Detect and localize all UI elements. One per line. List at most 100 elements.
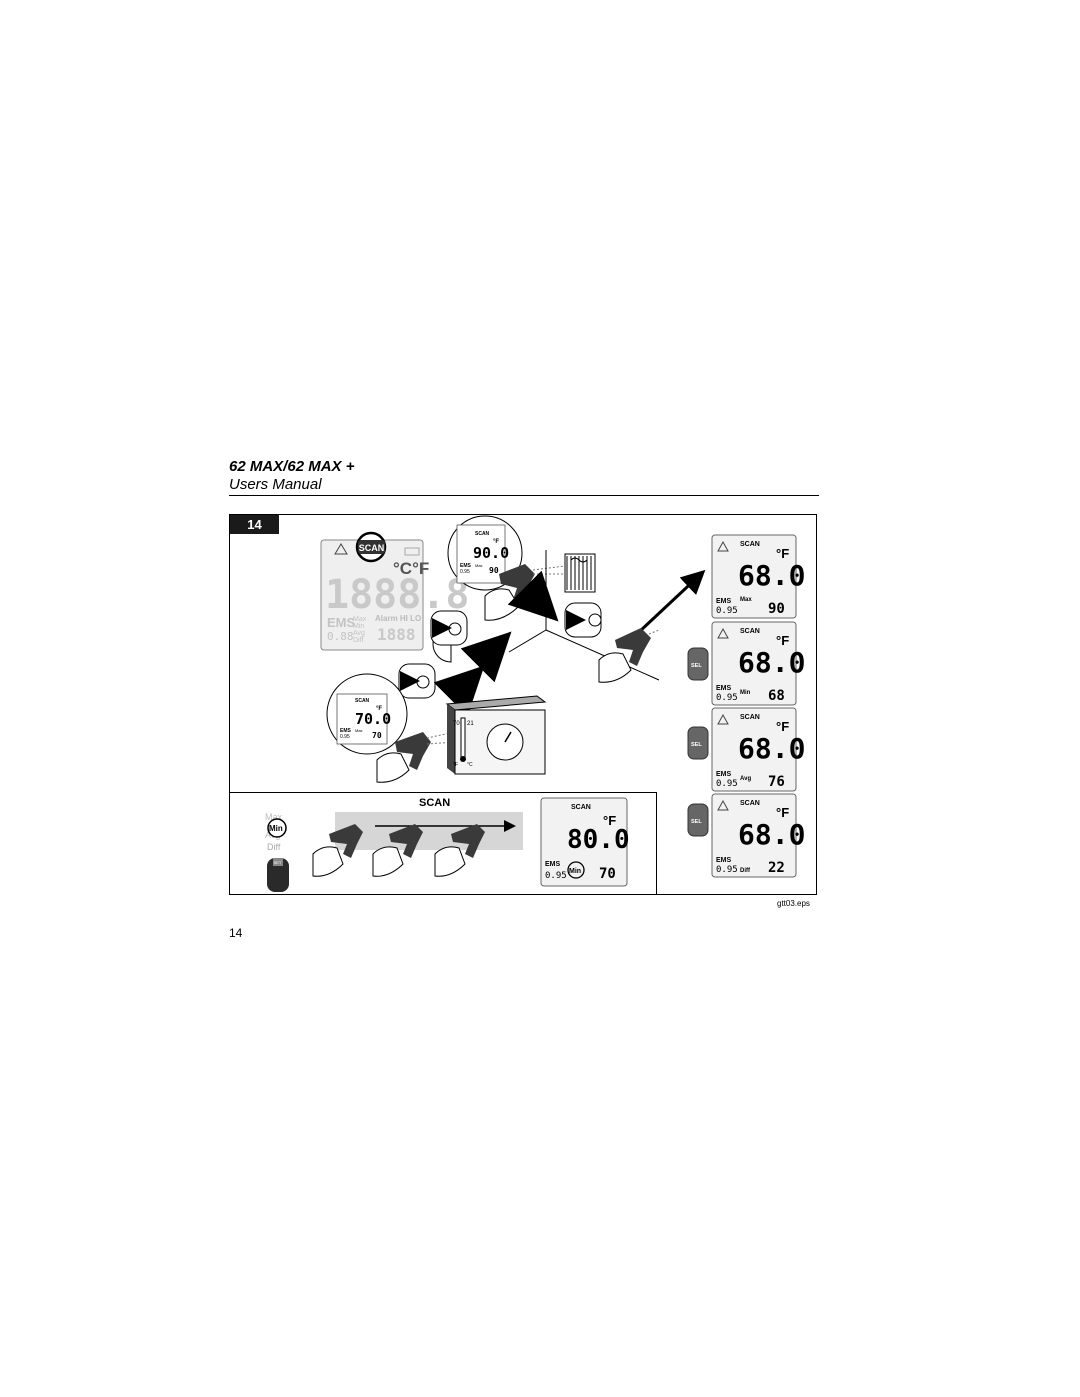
svg-text:SCAN: SCAN <box>475 531 490 537</box>
scan-section: SCAN Max Avg Diff Min SET SCAN °F 80.0 E… <box>265 797 630 892</box>
figure-file-label: gtt03.eps <box>777 899 810 908</box>
arrow-up-right-2 <box>433 665 485 717</box>
selected-mode-circle <box>267 818 287 838</box>
svg-text:90: 90 <box>768 601 785 617</box>
header-rule <box>229 495 819 496</box>
small-display-top: SCAN °F 90.0 EMS 0.95 Max 90 <box>447 515 523 591</box>
svg-text:0.95: 0.95 <box>716 606 738 616</box>
svg-text:SCAN: SCAN <box>571 804 591 811</box>
svg-text:SCAN: SCAN <box>355 698 370 704</box>
sel-button-2[interactable]: SEL <box>687 726 709 760</box>
hand-thermometer-right <box>598 628 660 683</box>
svg-text:°F: °F <box>776 719 789 734</box>
svg-text:°F: °F <box>453 762 458 768</box>
svg-text:°F: °F <box>376 706 382 712</box>
arrow-up-right-1 <box>460 631 512 683</box>
svg-text:70: 70 <box>599 866 616 882</box>
svg-text:SEL: SEL <box>691 663 702 669</box>
sel-button-3[interactable]: SEL <box>687 803 709 837</box>
svg-text:SCAN: SCAN <box>740 714 760 721</box>
scan-hand-1 <box>312 824 363 877</box>
main-secondary-digits: 1888 <box>377 625 416 644</box>
main-unit-label: °C°F <box>393 559 429 578</box>
set-button-device <box>267 858 289 892</box>
svg-text:0.95: 0.95 <box>340 734 350 740</box>
svg-text:68: 68 <box>768 688 785 704</box>
svg-text:0.95: 0.95 <box>716 693 738 703</box>
svg-text:0.95: 0.95 <box>545 871 567 881</box>
battery-icon <box>404 547 420 556</box>
svg-text:70: 70 <box>372 731 382 740</box>
svg-text:EMS: EMS <box>340 728 352 734</box>
right-display-3: SCAN °F 68.0 EMS 0.95 Avg 76 <box>711 707 805 792</box>
svg-text:Min: Min <box>569 868 581 875</box>
main-mode-avg: Avg <box>353 630 365 637</box>
svg-text:Max: Max <box>740 597 752 603</box>
svg-text:°F: °F <box>776 546 789 561</box>
svg-text:°F: °F <box>493 539 499 545</box>
main-mode-min: Min <box>353 623 364 630</box>
svg-text:°F: °F <box>603 813 616 828</box>
svg-text:°F: °F <box>776 633 789 648</box>
svg-text:90: 90 <box>489 566 499 575</box>
page-number: 14 <box>229 926 243 940</box>
svg-text:SCAN: SCAN <box>740 628 760 635</box>
svg-text:70: 70 <box>453 721 460 727</box>
main-scan-label: SCAN <box>359 543 385 553</box>
svg-text:0.95: 0.95 <box>716 865 738 875</box>
main-digits: 1888.8 <box>325 572 470 618</box>
svg-text:°F: °F <box>776 805 789 820</box>
main-ems-label: EMS <box>327 615 356 630</box>
svg-text:70.0: 70.0 <box>355 710 391 728</box>
svg-text:Max: Max <box>265 812 283 822</box>
small-display-left: SCAN °F 70.0 EMS 0.95 Max 70 <box>326 673 408 755</box>
main-mode-max: Max <box>353 616 367 623</box>
svg-text:68.0: 68.0 <box>738 732 805 765</box>
arrow-down-right <box>507 570 559 622</box>
right-display-2: SCAN °F 68.0 EMS 0.95 Min 68 <box>711 621 805 706</box>
trigger-press-icon-1 <box>430 610 468 663</box>
svg-text:SEL: SEL <box>691 742 702 748</box>
warning-icon <box>334 543 348 555</box>
svg-text:EMS: EMS <box>716 857 732 864</box>
scan-hand-2 <box>372 824 423 877</box>
figure-number-badge: 14 <box>230 515 279 534</box>
trigger-press-icon-3 <box>564 602 602 638</box>
thermostat-illustration: 70 21 °F °C <box>445 695 547 775</box>
svg-text:Max: Max <box>355 728 363 733</box>
svg-text:0.95: 0.95 <box>716 779 738 789</box>
scan-section-divider-vertical <box>656 792 657 895</box>
right-display-1: SCAN °F 68.0 EMS 0.95 Max 90 <box>711 534 805 619</box>
svg-text:EMS: EMS <box>716 685 732 692</box>
svg-text:SCAN: SCAN <box>740 800 760 807</box>
hand-thermometer-left <box>376 731 456 783</box>
svg-text:Min: Min <box>269 824 283 833</box>
svg-text:90.0: 90.0 <box>473 544 509 562</box>
figure-illustration: SCAN °C°F 1888.8 EMS 0.88 Max Min Avg Di… <box>265 515 805 892</box>
scan-section-divider <box>229 792 657 793</box>
svg-text:22: 22 <box>768 860 785 876</box>
svg-text:SET: SET <box>274 860 282 865</box>
svg-text:EMS: EMS <box>716 771 732 778</box>
main-ems-value: 0.88 <box>327 630 354 643</box>
page-subtitle: Users Manual <box>229 476 322 493</box>
right-display-4: SCAN °F 68.0 EMS 0.95 Diff 22 <box>711 793 805 878</box>
main-mode-diff: Diff <box>353 637 363 644</box>
svg-text:68.0: 68.0 <box>738 818 805 851</box>
scan-hand-3 <box>434 824 485 877</box>
main-alarm-label: Alarm HI LO <box>375 614 421 623</box>
svg-text:68.0: 68.0 <box>738 646 805 679</box>
svg-text:68.0: 68.0 <box>738 559 805 592</box>
main-lcd-display: SCAN °C°F 1888.8 EMS 0.88 Max Min Avg Di… <box>320 531 470 651</box>
svg-text:Min: Min <box>740 690 751 696</box>
svg-text:Diff: Diff <box>740 868 751 874</box>
svg-text:SEL: SEL <box>691 819 702 825</box>
scan-section-label: SCAN <box>419 797 450 809</box>
arrow-to-right-displays <box>637 569 706 634</box>
svg-text:80.0: 80.0 <box>567 825 630 855</box>
svg-text:SCAN: SCAN <box>740 541 760 548</box>
page-title: 62 MAX/62 MAX + <box>229 458 355 475</box>
svg-text:76: 76 <box>768 774 785 790</box>
svg-text:EMS: EMS <box>460 563 472 569</box>
sel-button-1[interactable]: SEL <box>687 647 709 681</box>
